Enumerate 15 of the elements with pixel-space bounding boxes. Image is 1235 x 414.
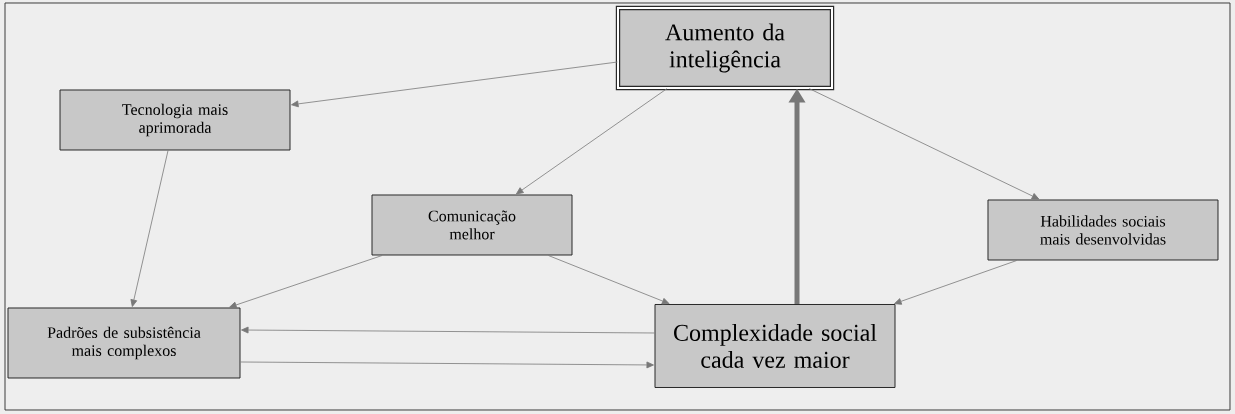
arrow [548, 255, 670, 305]
arrow [291, 61, 618, 108]
arrow [894, 260, 1018, 305]
arrow [516, 88, 668, 195]
process-box: Tecnologia mais aprimorada [59, 89, 291, 151]
title-box: Aumento da inteligência [615, 5, 835, 91]
process-box: Comunicação melhor [371, 194, 573, 256]
process-box: Complexidade social cada vez maior [654, 304, 896, 388]
process-box: Padrões de subsistência mais complexos [7, 307, 241, 379]
arrow [229, 255, 383, 309]
arrow [241, 326, 655, 334]
process-box: Habilidades sociais mais desenvolvidas [987, 199, 1219, 261]
arrow [240, 361, 654, 369]
arrow [130, 150, 169, 307]
arrow [808, 88, 1040, 200]
